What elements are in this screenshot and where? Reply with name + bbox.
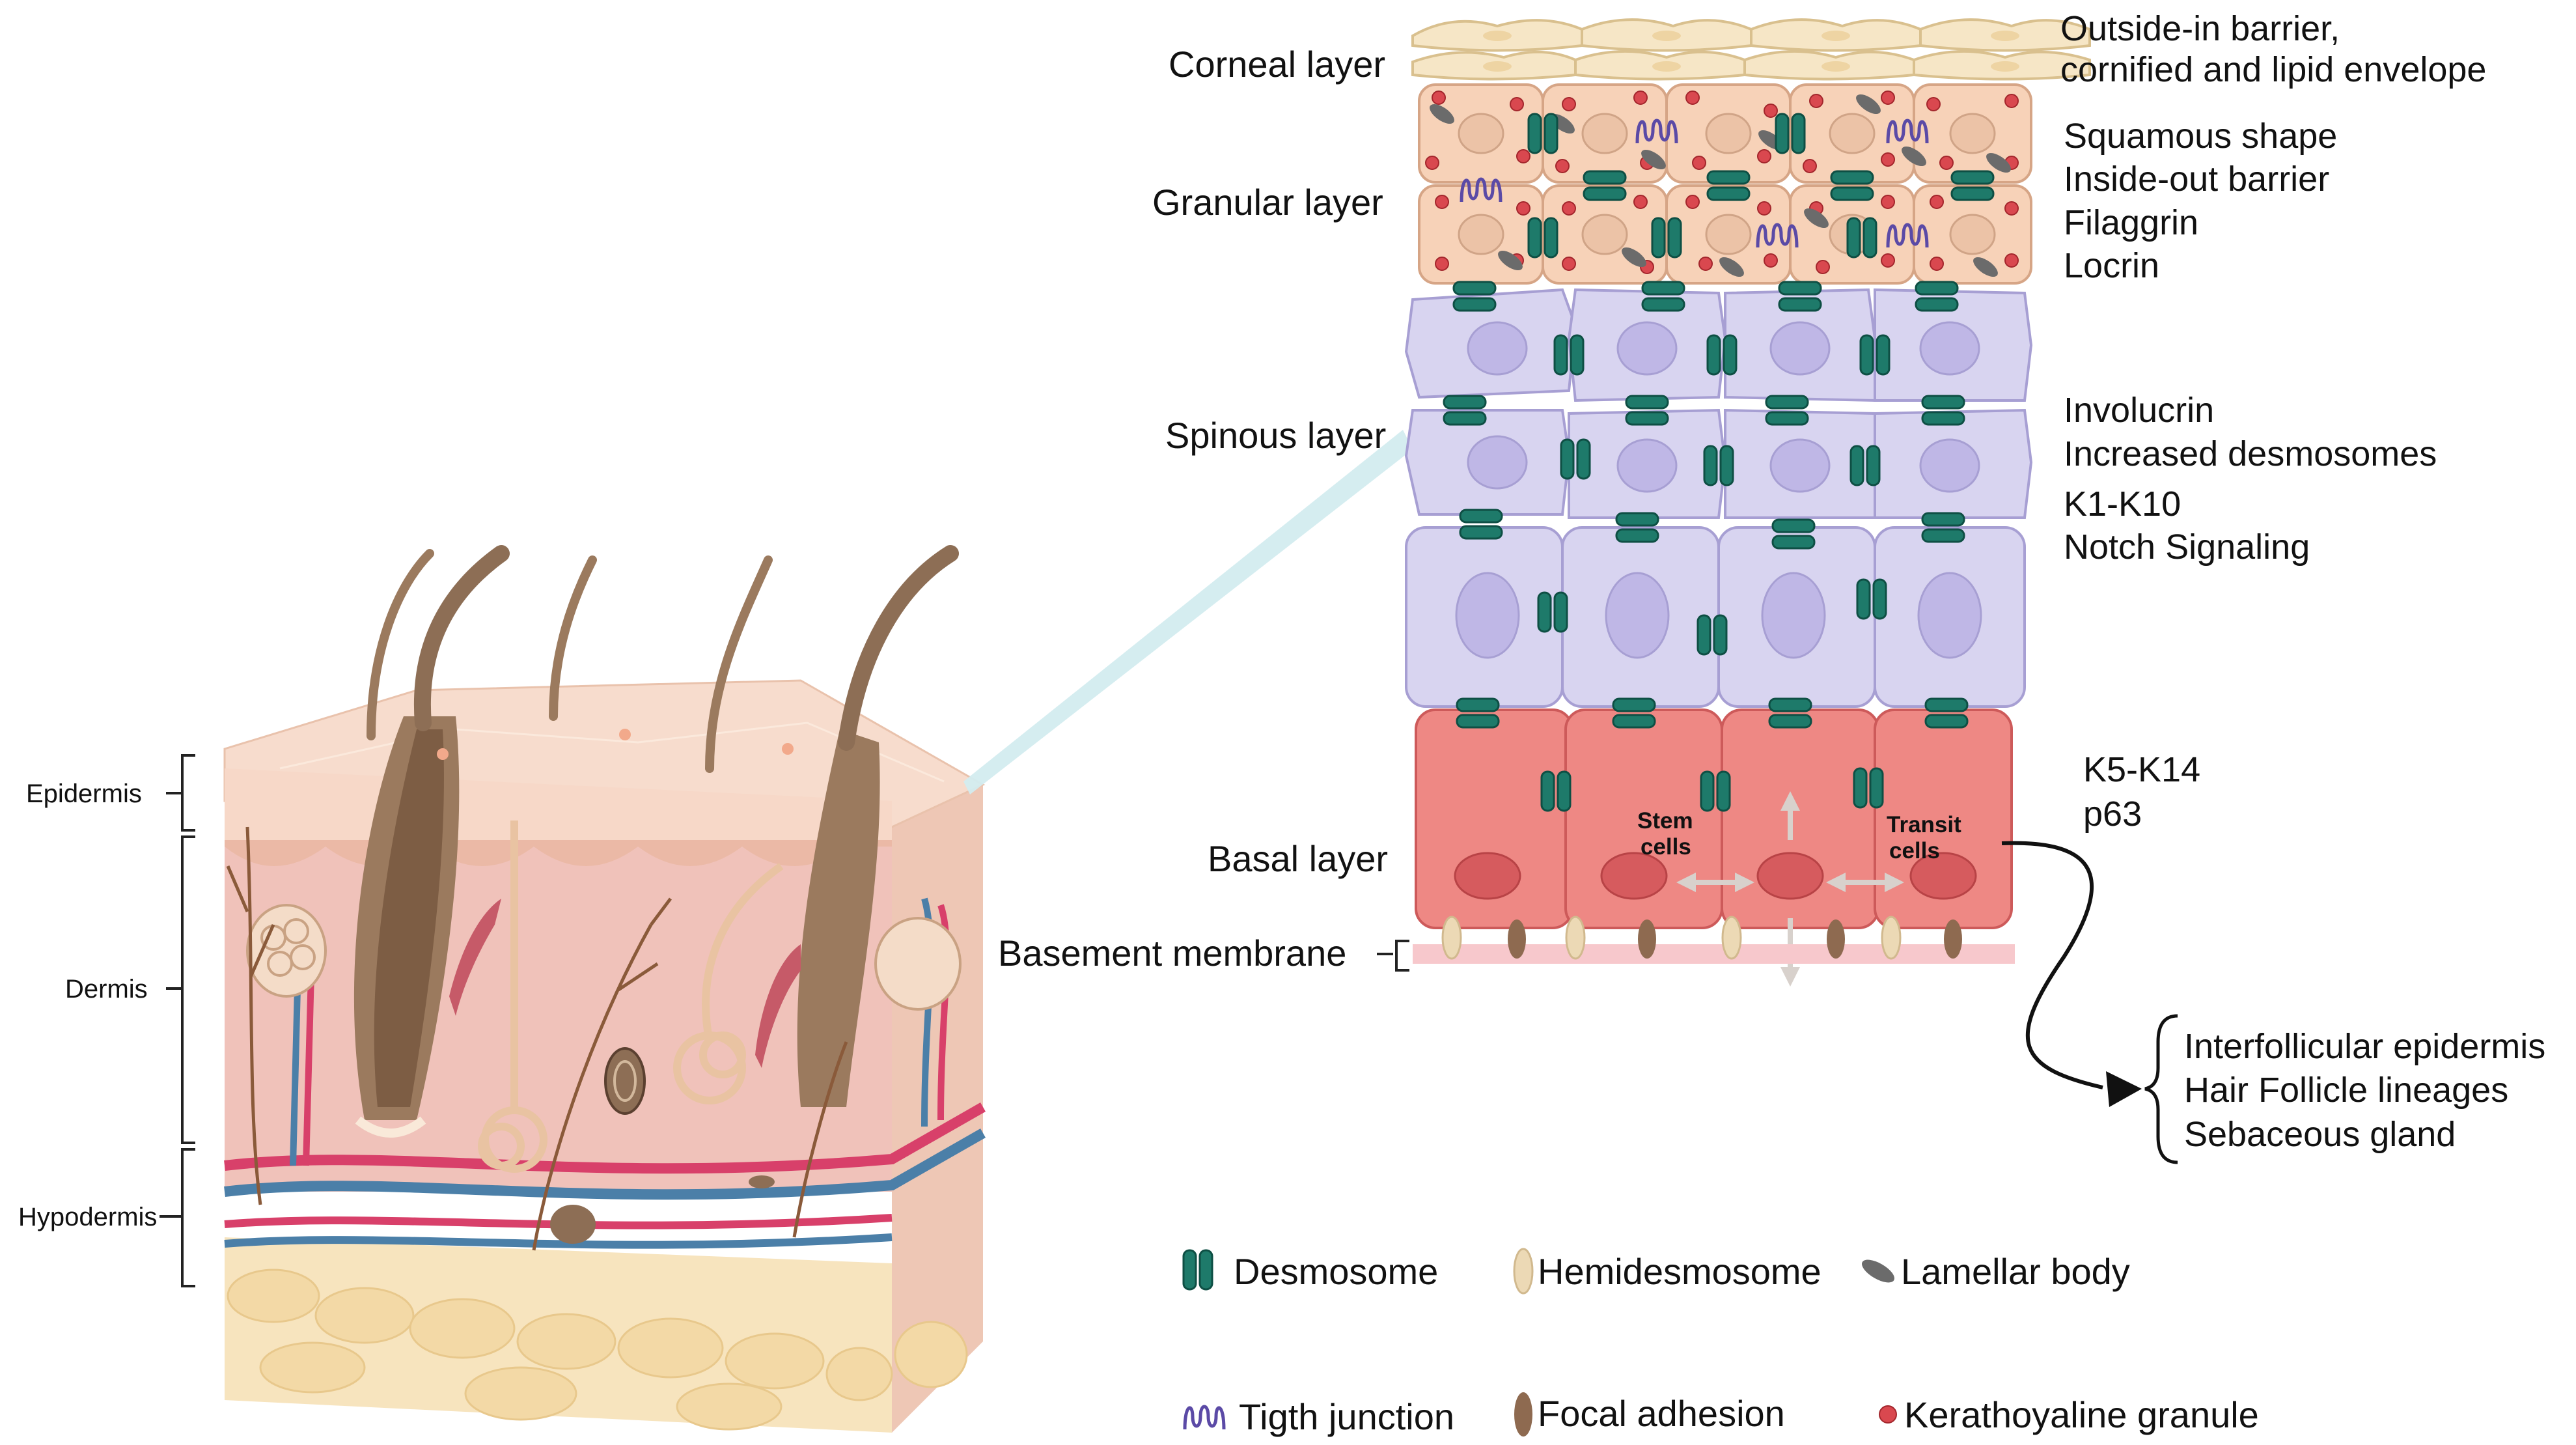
legend-hemidesmosome-icon xyxy=(1513,1248,1534,1295)
legend-tight-label: Tigth junction xyxy=(1239,1396,1454,1437)
corneal-descriptions: Outside-in barrier, cornified and lipid … xyxy=(2060,9,2486,89)
legend-granule-icon xyxy=(1879,1405,1897,1424)
skin-layer-brackets xyxy=(159,754,195,1287)
lineage-1: Interfollicular epidermis xyxy=(2184,1027,2545,1066)
spinous-layer-label: Spinous layer xyxy=(1165,415,1386,456)
basal-layer-cells: Stem cells Transit cells xyxy=(1413,697,2015,987)
granular-desc-3: Filaggrin xyxy=(2064,203,2198,242)
basement-membrane-label: Basement membrane xyxy=(998,933,1346,974)
spinous-desc-3: K1-K10 xyxy=(2064,484,2181,524)
spinous-descriptions: Involucrin Increased desmosomes K1-K10 N… xyxy=(2064,391,2437,567)
granular-desc-1: Squamous shape xyxy=(2064,117,2337,156)
basal-descriptions: K5-K14 p63 xyxy=(2083,750,2200,834)
legend-granule-label: Kerathoyaline granule xyxy=(1904,1394,2259,1435)
transit-cells-label-2: cells xyxy=(1889,838,1940,863)
legend-hemidesmosome-label: Hemidesmosome xyxy=(1538,1251,1821,1292)
hair-follicle-2 xyxy=(797,729,880,1107)
legend-tight-junction-icon xyxy=(1185,1407,1224,1429)
basal-desc-2: p63 xyxy=(2083,794,2142,834)
granular-descriptions: Squamous shape Inside-out barrier Filagg… xyxy=(2064,117,2337,285)
corneal-desc-1: Outside-in barrier, xyxy=(2060,9,2340,48)
basal-desc-1: K5-K14 xyxy=(2083,750,2200,789)
legend: Desmosome Hemidesmosome Lamellar body Ti… xyxy=(1182,1248,2259,1437)
epidermis-label: Epidermis xyxy=(26,779,142,808)
legend-desmosome-label: Desmosome xyxy=(1234,1251,1438,1292)
spinous-desc-4: Notch Signaling xyxy=(2064,527,2310,567)
hypodermis-label: Hypodermis xyxy=(18,1203,157,1231)
basal-layer-label: Basal layer xyxy=(1208,838,1388,879)
lineage-brace xyxy=(2144,1014,2178,1164)
granular-desc-4: Locrin xyxy=(2064,246,2159,285)
stem-cells-label-1: Stem xyxy=(1637,808,1693,834)
legend-lamellar-icon xyxy=(1862,1259,1894,1283)
spinous-layer-cells xyxy=(1404,281,2033,708)
corneal-desc-2: cornified and lipid envelope xyxy=(2060,50,2486,89)
lineage-2: Hair Follicle lineages xyxy=(2184,1071,2508,1110)
basement-membrane xyxy=(1413,944,2015,964)
zoom-cone xyxy=(963,430,1413,794)
granular-layer-cells xyxy=(1418,83,2032,285)
legend-lamellar-label: Lamellar body xyxy=(1901,1251,2130,1292)
dermis-label: Dermis xyxy=(65,975,148,1003)
skin-cross-section xyxy=(223,430,1413,1433)
basement-bracket xyxy=(1377,940,1409,972)
granular-desc-2: Inside-out barrier xyxy=(2064,160,2329,199)
corneal-layer-cells xyxy=(1411,18,2091,81)
legend-focal-label: Focal adhesion xyxy=(1538,1393,1785,1434)
spinous-desc-2: Increased desmosomes xyxy=(2064,434,2437,473)
legend-focal-icon xyxy=(1514,1392,1532,1437)
corneal-layer-label: Corneal layer xyxy=(1169,44,1385,85)
lineage-3: Sebaceous gland xyxy=(2184,1115,2456,1154)
stem-cells-label-2: cells xyxy=(1641,834,1691,860)
granular-layer-label: Granular layer xyxy=(1152,182,1383,223)
spinous-desc-1: Involucrin xyxy=(2064,391,2214,430)
legend-desmosome-icon xyxy=(1182,1249,1213,1291)
lineage-arrow xyxy=(2001,841,2103,1089)
transit-cells-label-1: Transit xyxy=(1887,812,1961,837)
